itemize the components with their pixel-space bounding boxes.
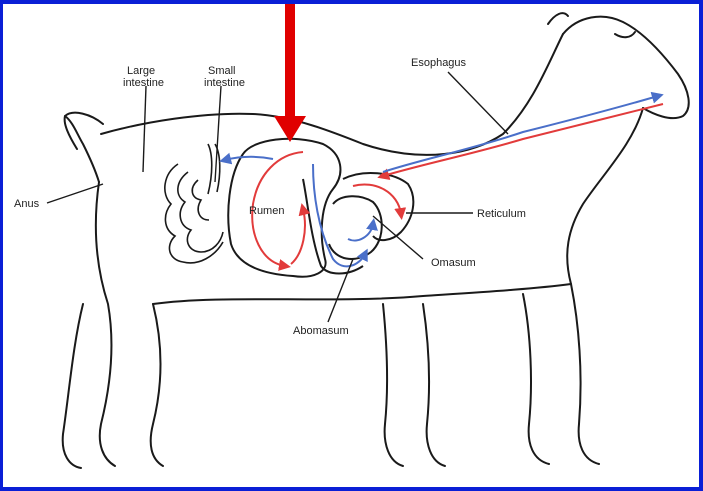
label-rumen: Rumen bbox=[249, 205, 284, 217]
flow-arrow-red bbox=[353, 184, 401, 214]
label-anus: Anus bbox=[14, 198, 40, 210]
flow-arrow-blue bbox=[348, 224, 373, 241]
label-esophagus: Esophagus bbox=[411, 57, 467, 69]
flow-arrow-red bbox=[291, 209, 305, 264]
intestines bbox=[165, 144, 223, 263]
label-small-intestine-1: Small bbox=[208, 65, 236, 77]
label-large-intestine-2: intestine bbox=[123, 77, 164, 89]
label-abomasum: Abomasum bbox=[293, 325, 349, 337]
leader-lines bbox=[47, 72, 508, 322]
flow-arrow-red bbox=[383, 104, 663, 176]
red-pointer-arrow bbox=[274, 4, 306, 142]
label-large-intestine-1: Large bbox=[127, 65, 155, 77]
label-omasum: Omasum bbox=[431, 257, 476, 269]
label-small-intestine-2: intestine bbox=[204, 77, 245, 89]
goat-digestive-diagram: Large intestine Small intestine Esophagu… bbox=[3, 4, 699, 487]
flow-arrow-blue bbox=[225, 157, 273, 160]
omasum-outline bbox=[329, 196, 382, 259]
flow-arrow-blue bbox=[383, 96, 658, 172]
reticulum-outline bbox=[343, 173, 413, 240]
label-reticulum: Reticulum bbox=[477, 208, 526, 220]
